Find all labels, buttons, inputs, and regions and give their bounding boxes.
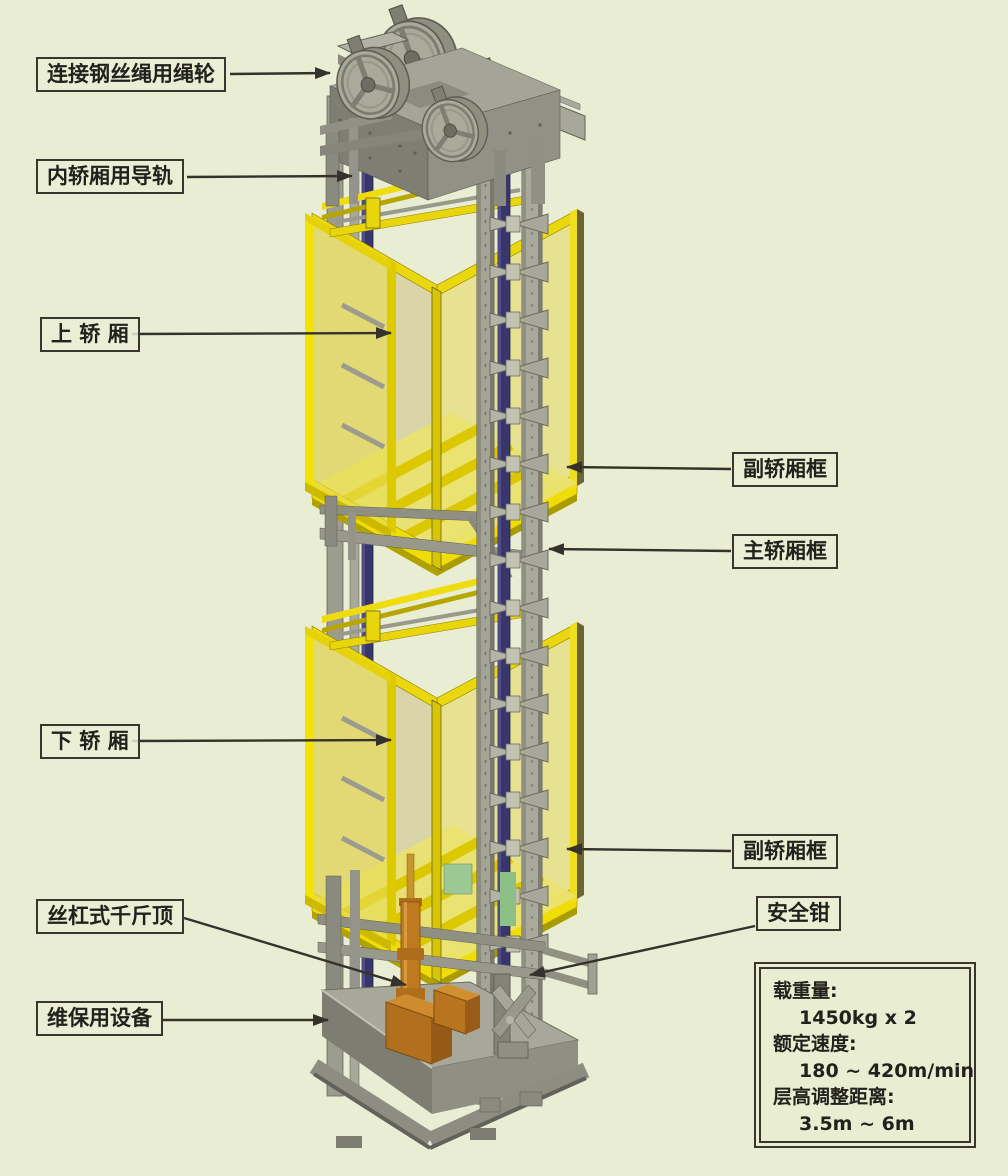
spec-box: 载重量: 1450kg x 2 额定速度: 180 ~ 420m/min 层高调…: [754, 962, 976, 1148]
label-inner-car-rail: 内轿厢用导轨: [36, 159, 184, 194]
spec-floor-height-value: 3.5m ~ 6m: [799, 1112, 915, 1135]
label-main-frame: 主轿厢框: [732, 534, 838, 569]
spec-floor-height-label: 层高调整距离:: [773, 1086, 895, 1108]
label-maintenance: 维保用设备: [36, 1001, 163, 1036]
label-sub-frame-upper: 副轿厢框: [732, 452, 838, 487]
label-upper-car: 上 轿 厢: [40, 317, 140, 352]
label-screw-jack: 丝杠式千斤顶: [36, 899, 184, 934]
spec-load-label: 载重量:: [773, 980, 838, 1002]
screw-jack: [385, 853, 480, 1065]
annotation-arrows: [131, 67, 756, 1026]
label-safety-gear: 安全钳: [756, 896, 841, 931]
spec-load-value: 1450kg x 2: [799, 1006, 917, 1029]
base-assembly: [309, 853, 598, 1150]
spec-speed-label: 额定速度:: [773, 1033, 857, 1055]
label-lower-car: 下 轿 厢: [40, 724, 140, 759]
safety-gear: [491, 973, 537, 1059]
top-sheave-assembly: [320, 0, 586, 207]
label-rope-sheave: 连接钢丝绳用绳轮: [36, 57, 226, 92]
spec-speed-value: 180 ~ 420m/min: [799, 1059, 975, 1082]
label-sub-frame-lower: 副轿厢框: [732, 834, 838, 869]
spec-box-inner: 载重量: 1450kg x 2 额定速度: 180 ~ 420m/min 层高调…: [759, 967, 975, 1143]
